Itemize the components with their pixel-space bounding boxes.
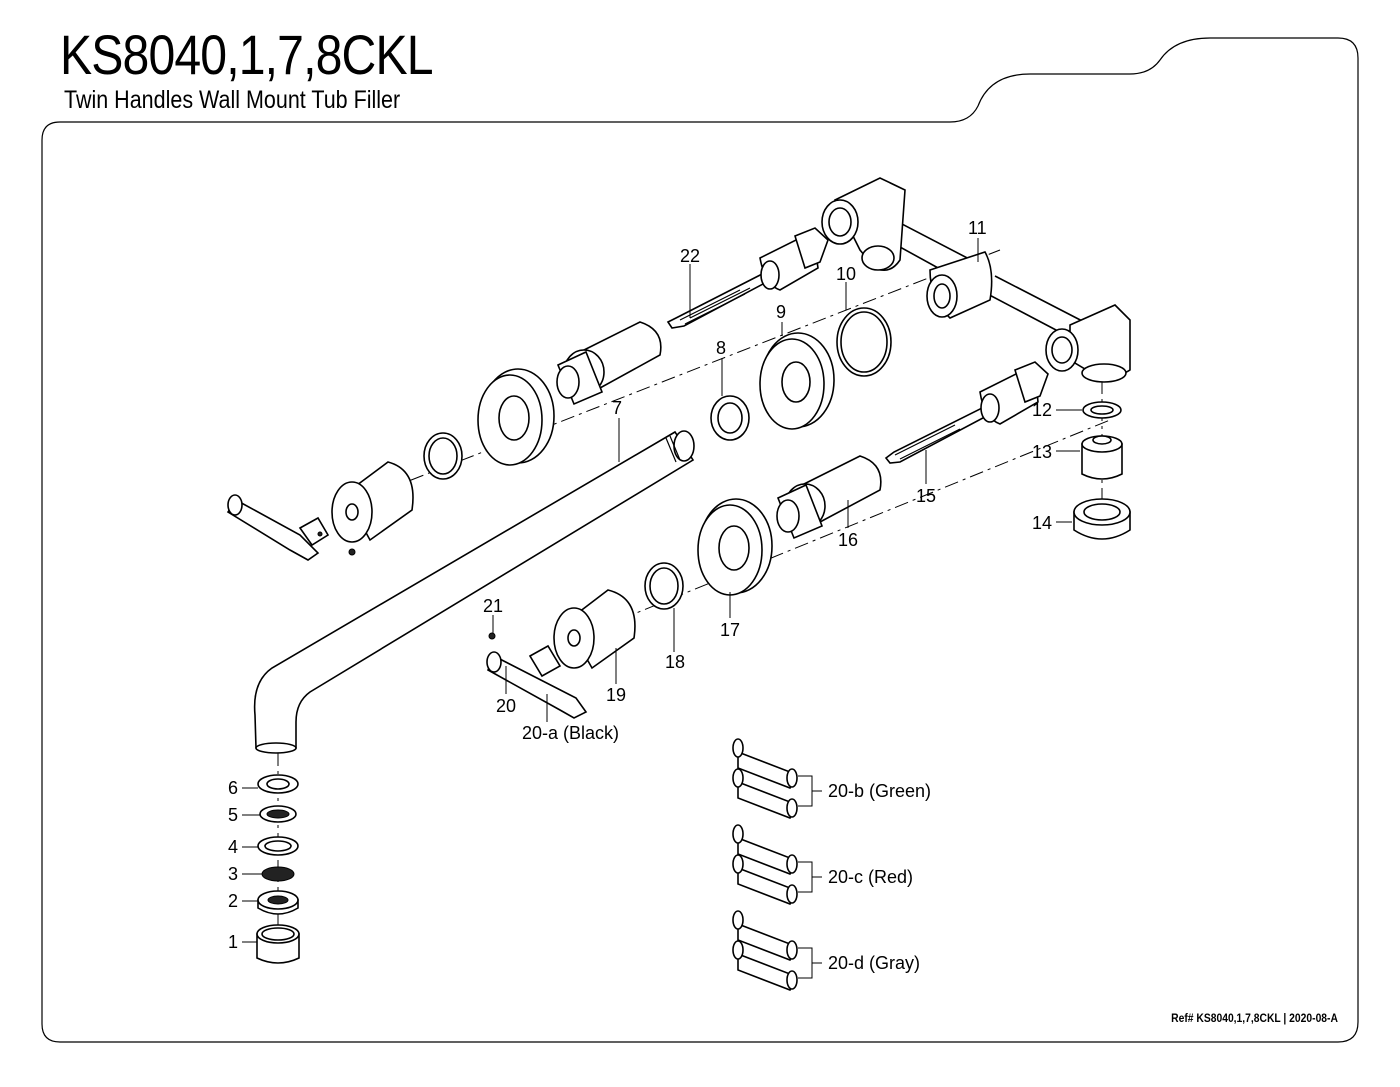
callout-18: 18 <box>665 652 685 672</box>
lower-handle-body <box>553 589 636 670</box>
spout-escutcheon <box>759 332 835 430</box>
drawing-frame <box>41 37 1359 1043</box>
callout-7: 7 <box>612 398 622 418</box>
lower-o-ring <box>644 562 684 610</box>
lower-cartridge-stem <box>884 361 1049 464</box>
upper-cartridge-stem <box>666 227 829 329</box>
aerator-stack <box>256 774 300 964</box>
lever-color-options <box>732 738 822 991</box>
rough-in-valve-body <box>821 177 1131 383</box>
upper-axis-line <box>359 249 1001 501</box>
callout-20: 20 <box>496 696 516 716</box>
spout-arm <box>253 430 695 754</box>
upper-handle-body <box>331 461 414 543</box>
upper-sleeve <box>556 321 662 406</box>
spout-gasket <box>710 395 750 441</box>
callout-20c-red: 20-c (Red) <box>828 867 913 887</box>
reference-number: Ref# KS8040,1,7,8CKL <box>1171 1011 1281 1025</box>
outlet-adapter <box>1081 435 1123 480</box>
upper-handle-lever <box>226 494 356 561</box>
callout-labels: 22 10 11 9 8 7 12 13 14 15 16 17 18 19 2… <box>228 218 1052 973</box>
callout-20a-black: 20-a (Black) <box>522 723 619 743</box>
aerator-housing <box>256 924 300 964</box>
lower-escutcheon <box>697 498 773 596</box>
callout-19: 19 <box>606 685 626 705</box>
lower-handle-lever <box>486 632 588 719</box>
reference-separator: | <box>1283 1011 1287 1025</box>
lever-option-green <box>732 738 822 819</box>
aerator-ring <box>257 836 299 856</box>
aerator-insert <box>257 890 299 915</box>
outlet-washer <box>1082 401 1122 419</box>
aerator-screen-upper <box>259 805 297 823</box>
callout-4: 4 <box>228 837 238 857</box>
callout-6: 6 <box>228 778 238 798</box>
callout-13: 13 <box>1032 442 1052 462</box>
callout-9: 9 <box>776 302 786 322</box>
callout-2: 2 <box>228 891 238 911</box>
callout-10: 10 <box>836 264 856 284</box>
callout-14: 14 <box>1032 513 1052 533</box>
lower-sleeve <box>776 455 882 540</box>
reference-footer: Ref# KS8040,1,7,8CKL | 2020-08-A <box>1171 1011 1338 1025</box>
callout-21: 21 <box>483 596 503 616</box>
callout-11: 11 <box>968 218 987 238</box>
callout-16: 16 <box>838 530 858 550</box>
leader-lines <box>242 238 1082 943</box>
upper-o-ring <box>423 432 463 480</box>
callout-17: 17 <box>720 620 740 640</box>
aerator-washer <box>257 774 299 794</box>
upper-escutcheon <box>477 368 555 466</box>
lever-option-gray <box>732 910 822 991</box>
callout-20d-gray: 20-d (Gray) <box>828 953 920 973</box>
callout-5: 5 <box>228 805 238 825</box>
model-title: KS8040,1,7,8CKL <box>60 23 434 86</box>
callout-8: 8 <box>716 338 726 358</box>
outlet-hex-nut <box>1073 498 1131 540</box>
revision-code: 2020-08-A <box>1289 1011 1338 1025</box>
callout-15: 15 <box>916 486 936 506</box>
callout-22: 22 <box>680 246 700 266</box>
lower-axis-line <box>569 419 1111 641</box>
callout-20b-green: 20-b (Green) <box>828 781 931 801</box>
spout-o-ring <box>836 307 892 377</box>
aerator-mesh <box>261 866 295 882</box>
lever-option-red <box>732 824 822 905</box>
callout-3: 3 <box>228 864 238 884</box>
product-subtitle: Twin Handles Wall Mount Tub Filler <box>64 86 401 114</box>
callout-1: 1 <box>228 932 238 952</box>
callout-12: 12 <box>1032 400 1052 420</box>
